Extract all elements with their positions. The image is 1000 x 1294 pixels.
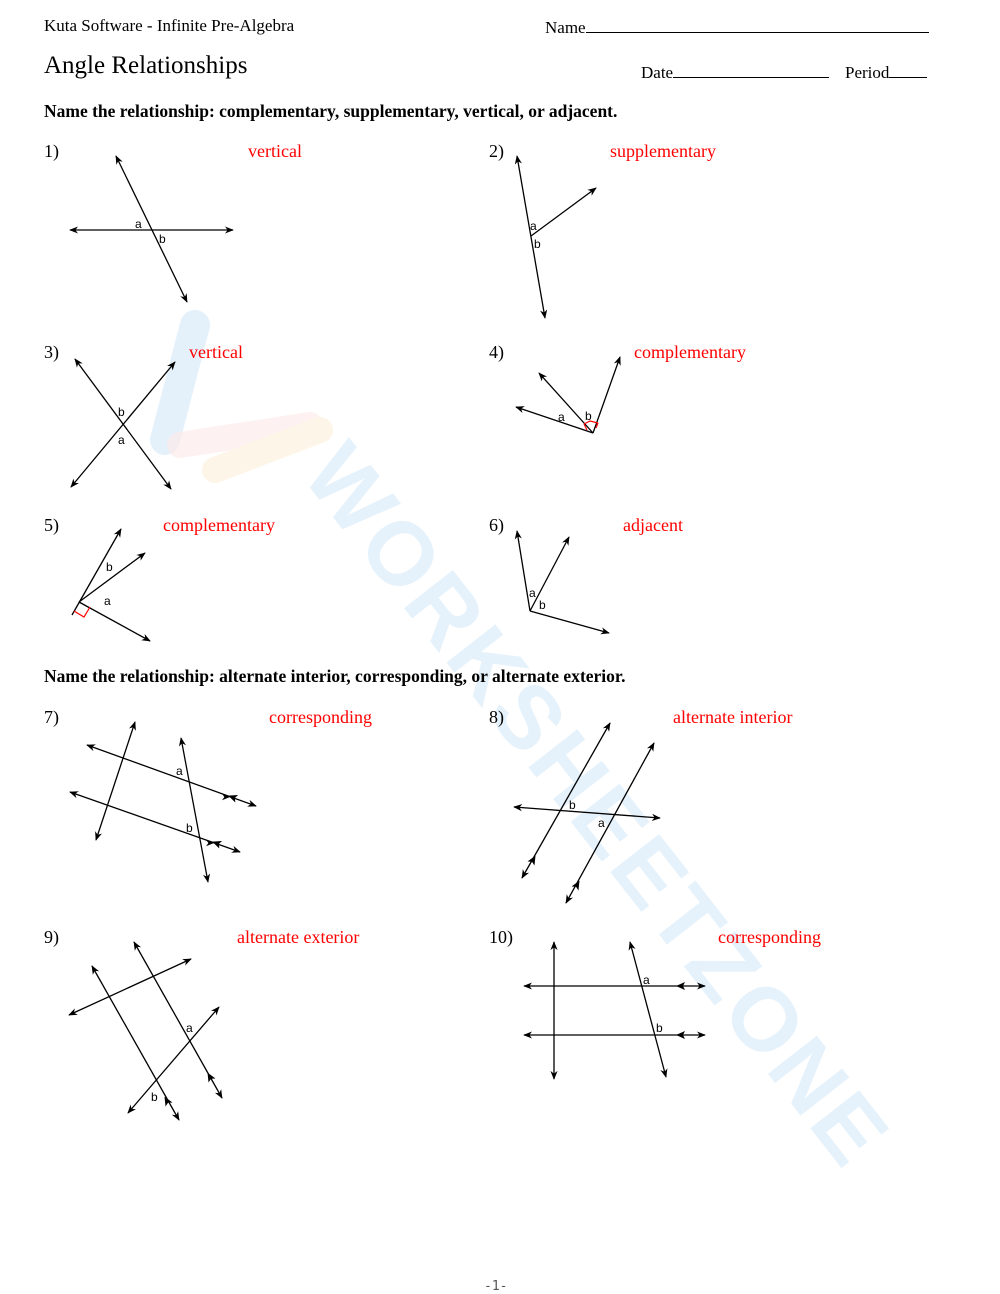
- svg-text:a: a: [529, 586, 536, 600]
- problem-9-answer: alternate exterior: [237, 927, 360, 947]
- svg-text:b: b: [585, 409, 592, 423]
- problem-4-answer: complementary: [634, 342, 746, 362]
- problem-8-answer: alternate interior: [673, 707, 793, 727]
- page-number: -1-: [484, 1279, 508, 1294]
- diagram-1: [69, 155, 234, 303]
- svg-text:a: a: [643, 973, 650, 987]
- section-1-instruction: Name the relationship: complementary, su…: [44, 101, 618, 121]
- diagram-2: [514, 155, 597, 319]
- svg-text:b: b: [534, 237, 541, 251]
- svg-text:b: b: [569, 798, 576, 812]
- svg-text:b: b: [539, 598, 546, 612]
- section-2-instruction: Name the relationship: alternate interio…: [44, 666, 626, 686]
- problem-10-number: 10): [489, 927, 513, 947]
- name-field[interactable]: Name: [545, 16, 929, 38]
- watermark-text: WORKSHEETZONE: [284, 426, 909, 1187]
- problem-3-answer: vertical: [189, 342, 243, 362]
- period-blank[interactable]: [889, 61, 928, 78]
- problem-5-number: 5): [44, 515, 59, 535]
- svg-text:b: b: [186, 821, 193, 835]
- svg-text:a: a: [530, 219, 537, 233]
- svg-text:b: b: [159, 232, 166, 246]
- problem-7-number: 7): [44, 707, 59, 727]
- problem-10-answer: corresponding: [718, 927, 821, 947]
- problem-9-number: 9): [44, 927, 59, 947]
- diagram-7: [69, 721, 257, 883]
- problem-3-number: 3): [44, 342, 59, 362]
- date-field[interactable]: Date: [641, 61, 830, 83]
- diagram-3: [70, 358, 176, 490]
- period-label: Period: [845, 63, 890, 82]
- problem-6-number: 6): [489, 515, 504, 535]
- problem-4-number: 4): [489, 342, 504, 362]
- svg-text:a: a: [186, 1021, 193, 1035]
- problem-8-number: 8): [489, 707, 504, 727]
- svg-text:a: a: [598, 816, 605, 830]
- diagram-4: [515, 356, 621, 434]
- problem-5-answer: complementary: [163, 515, 275, 535]
- svg-text:b: b: [151, 1090, 158, 1104]
- svg-text:b: b: [656, 1021, 663, 1035]
- date-label: Date: [641, 63, 674, 82]
- svg-text:b: b: [118, 405, 125, 419]
- problem-1-answer: vertical: [248, 141, 302, 161]
- problem-7-answer: corresponding: [269, 707, 372, 727]
- period-field[interactable]: Period: [845, 61, 928, 83]
- svg-text:a: a: [176, 764, 183, 778]
- problem-2-number: 2): [489, 141, 504, 161]
- svg-text:a: a: [104, 594, 111, 608]
- diagram-9: [68, 941, 223, 1121]
- problem-1-number: 1): [44, 141, 59, 161]
- diagram-8: [513, 722, 661, 904]
- name-label: Name: [545, 18, 586, 37]
- svg-text:b: b: [106, 560, 113, 574]
- publisher-label: Kuta Software - Infinite Pre-Algebra: [44, 16, 295, 35]
- diagram-6: [514, 530, 610, 635]
- diagram-10: [523, 941, 706, 1080]
- problem-6-answer: adjacent: [623, 515, 683, 535]
- svg-text:a: a: [135, 217, 142, 231]
- diagram-5: [71, 528, 151, 642]
- page-title: Angle Relationships: [44, 52, 248, 79]
- svg-text:a: a: [118, 433, 125, 447]
- date-blank[interactable]: [673, 61, 830, 78]
- name-blank[interactable]: [585, 16, 929, 33]
- problem-2-answer: supplementary: [610, 141, 716, 161]
- svg-text:a: a: [558, 410, 565, 424]
